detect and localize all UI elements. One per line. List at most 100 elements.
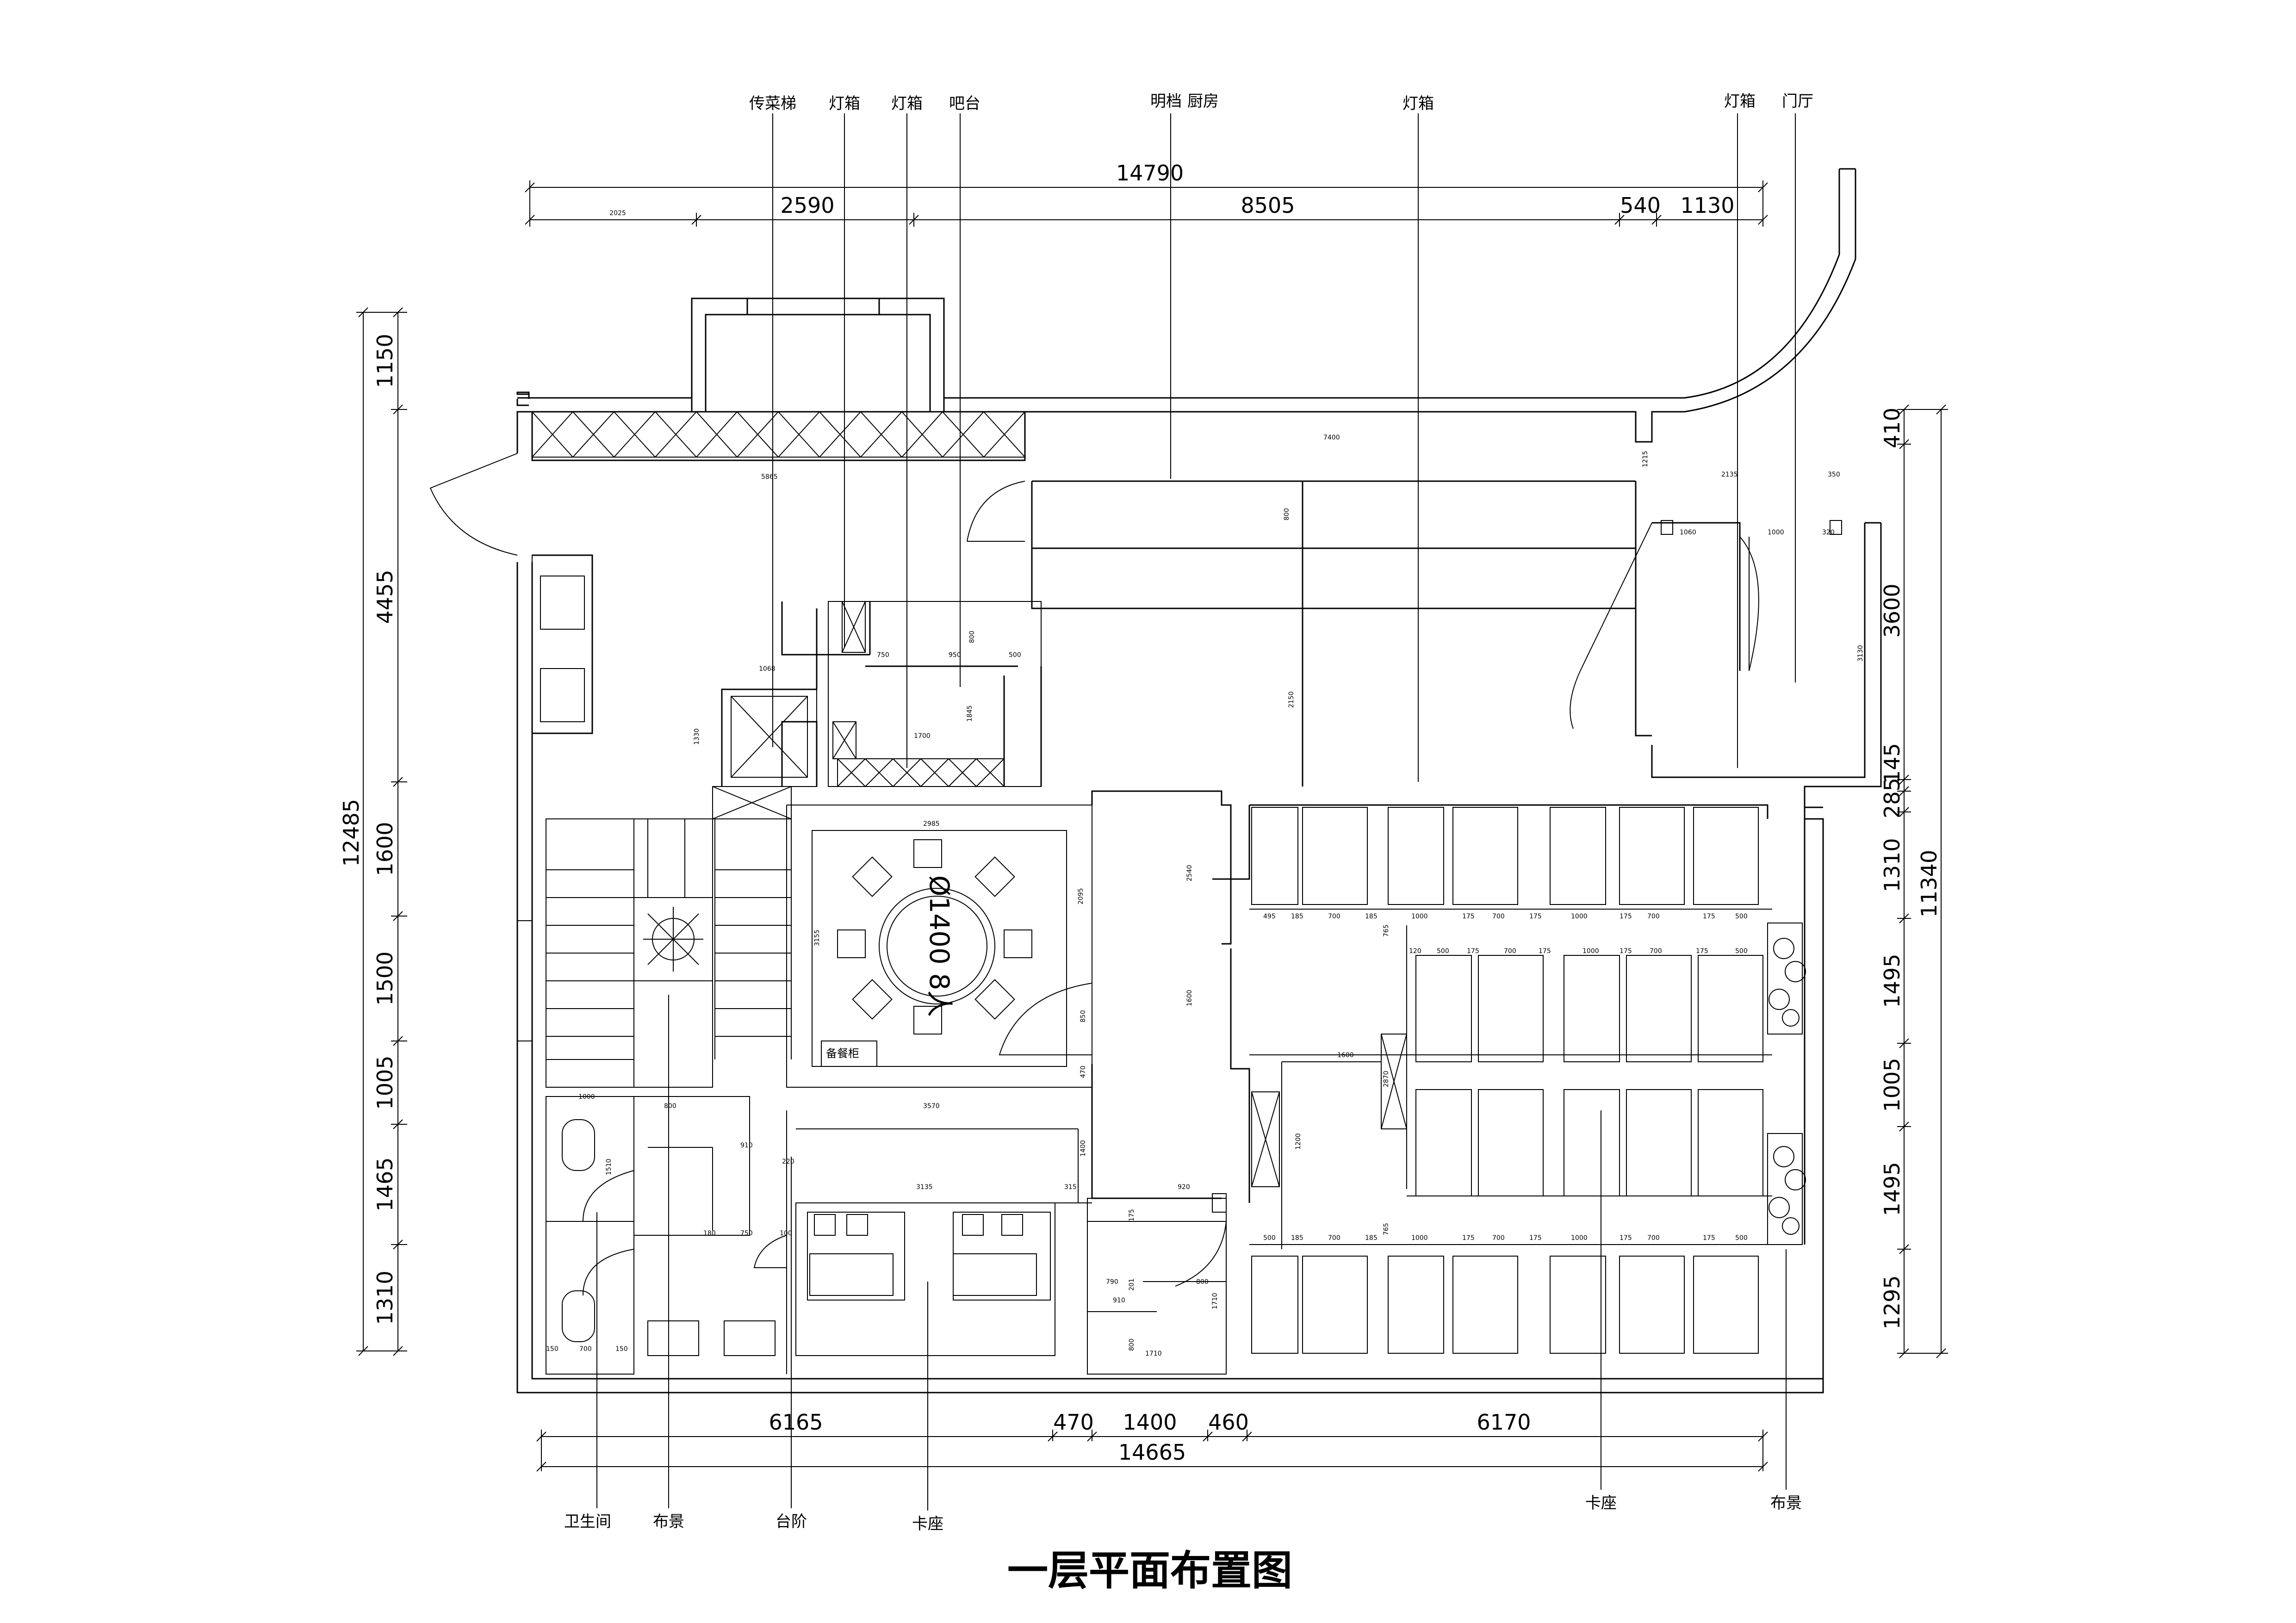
svg-text:850: 850 — [1080, 1010, 1087, 1022]
svg-text:2095: 2095 — [1077, 888, 1085, 904]
svg-text:100: 100 — [780, 1230, 792, 1237]
svg-text:1510: 1510 — [605, 1158, 613, 1175]
svg-text:495: 495 — [1263, 913, 1276, 920]
label-lightbox-4: 灯箱 — [1724, 92, 1756, 111]
dim-bottom-2: 470 — [1053, 1410, 1094, 1435]
svg-text:910: 910 — [1113, 1297, 1125, 1304]
svg-text:1700: 1700 — [914, 732, 931, 740]
svg-text:790: 790 — [1106, 1278, 1118, 1286]
svg-text:320: 320 — [1822, 529, 1835, 536]
label-lightbox-1: 灯箱 — [829, 94, 860, 113]
svg-text:350: 350 — [1828, 471, 1840, 478]
booth-area-right — [1249, 807, 1806, 1354]
dim-right-2: 3600 — [1880, 583, 1905, 638]
svg-text:500: 500 — [1735, 948, 1748, 955]
svg-text:175: 175 — [1462, 1234, 1475, 1242]
dim-right-9: 1295 — [1880, 1275, 1905, 1329]
label-restroom: 卫生间 — [564, 1512, 611, 1531]
drawing-title: 一层平面布置图 — [1007, 1547, 1292, 1594]
label-lightbox-3: 灯箱 — [1402, 94, 1434, 113]
svg-text:1068: 1068 — [759, 665, 776, 673]
svg-text:3135: 3135 — [916, 1183, 933, 1191]
svg-text:3570: 3570 — [923, 1103, 940, 1110]
svg-text:2540: 2540 — [1186, 865, 1193, 881]
dim-right-6: 1495 — [1880, 954, 1905, 1008]
svg-text:1000: 1000 — [1582, 948, 1599, 955]
svg-text:315: 315 — [1064, 1183, 1077, 1191]
svg-text:2135: 2135 — [1721, 471, 1738, 478]
svg-text:185: 185 — [1365, 913, 1378, 920]
small-dimension-text: 7400 5865 800 2135 350 1215 1060 1000 32… — [546, 434, 1864, 1357]
svg-text:175: 175 — [1703, 1234, 1715, 1242]
dim-top-1: 2590 — [780, 193, 834, 218]
svg-text:700: 700 — [1492, 1234, 1505, 1242]
svg-text:1400: 1400 — [1080, 1140, 1087, 1157]
dim-left-3: 1600 — [372, 822, 397, 876]
svg-text:180: 180 — [703, 1230, 716, 1237]
svg-text:150: 150 — [615, 1345, 628, 1353]
dim-left-6: 1465 — [372, 1157, 397, 1211]
svg-text:1000: 1000 — [1411, 913, 1428, 920]
label-scenery-1: 布景 — [653, 1512, 684, 1531]
svg-text:700: 700 — [1504, 948, 1516, 955]
private-dining-room — [786, 805, 1092, 1088]
booth-area-center — [795, 1128, 1227, 1356]
svg-text:175: 175 — [1620, 948, 1632, 955]
svg-text:765: 765 — [1383, 1223, 1390, 1235]
svg-text:700: 700 — [1328, 913, 1340, 920]
svg-text:1330: 1330 — [693, 728, 701, 745]
dim-left-7: 1310 — [372, 1270, 397, 1325]
svg-text:500: 500 — [1263, 1234, 1276, 1242]
svg-text:7400: 7400 — [1323, 434, 1340, 441]
label-open-kitchen: 明档 — [1150, 92, 1182, 111]
label-steps: 台阶 — [776, 1512, 807, 1531]
svg-text:800: 800 — [1283, 508, 1291, 520]
svg-text:800: 800 — [1128, 1338, 1136, 1351]
svg-text:500: 500 — [1437, 948, 1449, 955]
svg-text:120: 120 — [1409, 948, 1421, 955]
dim-right-4: 285 — [1880, 778, 1905, 818]
svg-text:220: 220 — [782, 1158, 794, 1165]
svg-text:5865: 5865 — [761, 473, 778, 481]
svg-text:2985: 2985 — [923, 820, 940, 828]
dim-bottom-total: 14665 — [1118, 1440, 1186, 1465]
svg-text:800: 800 — [968, 631, 976, 643]
label-booth-1: 卡座 — [912, 1515, 943, 1533]
dim-right-8: 1495 — [1880, 1162, 1905, 1216]
dim-bottom-1: 6165 — [769, 1410, 823, 1435]
svg-text:1200: 1200 — [1295, 1133, 1302, 1150]
svg-text:175: 175 — [1462, 913, 1475, 920]
svg-text:1600: 1600 — [1337, 1052, 1354, 1059]
dim-top-3: 540 — [1620, 193, 1661, 218]
dim-bottom-4: 460 — [1208, 1410, 1249, 1435]
svg-text:1000: 1000 — [578, 1093, 595, 1101]
svg-text:750: 750 — [877, 651, 889, 659]
svg-text:700: 700 — [579, 1345, 592, 1353]
svg-text:175: 175 — [1696, 948, 1708, 955]
dim-right-total: 11340 — [1917, 850, 1942, 917]
svg-text:3155: 3155 — [813, 929, 821, 946]
svg-text:700: 700 — [1647, 913, 1660, 920]
label-scenery-2: 布景 — [1770, 1494, 1802, 1512]
label-booth-2: 卡座 — [1585, 1494, 1617, 1512]
svg-text:500: 500 — [1009, 651, 1021, 659]
svg-text:910: 910 — [740, 1142, 753, 1149]
corridor-walls — [1087, 790, 1769, 1375]
svg-text:175: 175 — [1467, 948, 1479, 955]
svg-text:1000: 1000 — [1411, 1234, 1428, 1242]
building-walls — [429, 168, 1882, 1394]
dim-right-3: 145 — [1880, 743, 1905, 784]
svg-text:800: 800 — [664, 1103, 676, 1110]
svg-text:1600: 1600 — [1186, 990, 1193, 1006]
dim-bottom-3: 1400 — [1123, 1410, 1177, 1435]
dim-left-5: 1005 — [372, 1055, 397, 1109]
svg-text:2870: 2870 — [1383, 1071, 1390, 1087]
dim-top-sub: 2025 — [609, 210, 626, 217]
dim-left-2: 4455 — [372, 570, 397, 624]
svg-text:1000: 1000 — [1571, 913, 1588, 920]
label-foyer: 门厅 — [1782, 92, 1813, 111]
svg-text:700: 700 — [1647, 1234, 1660, 1242]
svg-text:175: 175 — [1620, 913, 1632, 920]
